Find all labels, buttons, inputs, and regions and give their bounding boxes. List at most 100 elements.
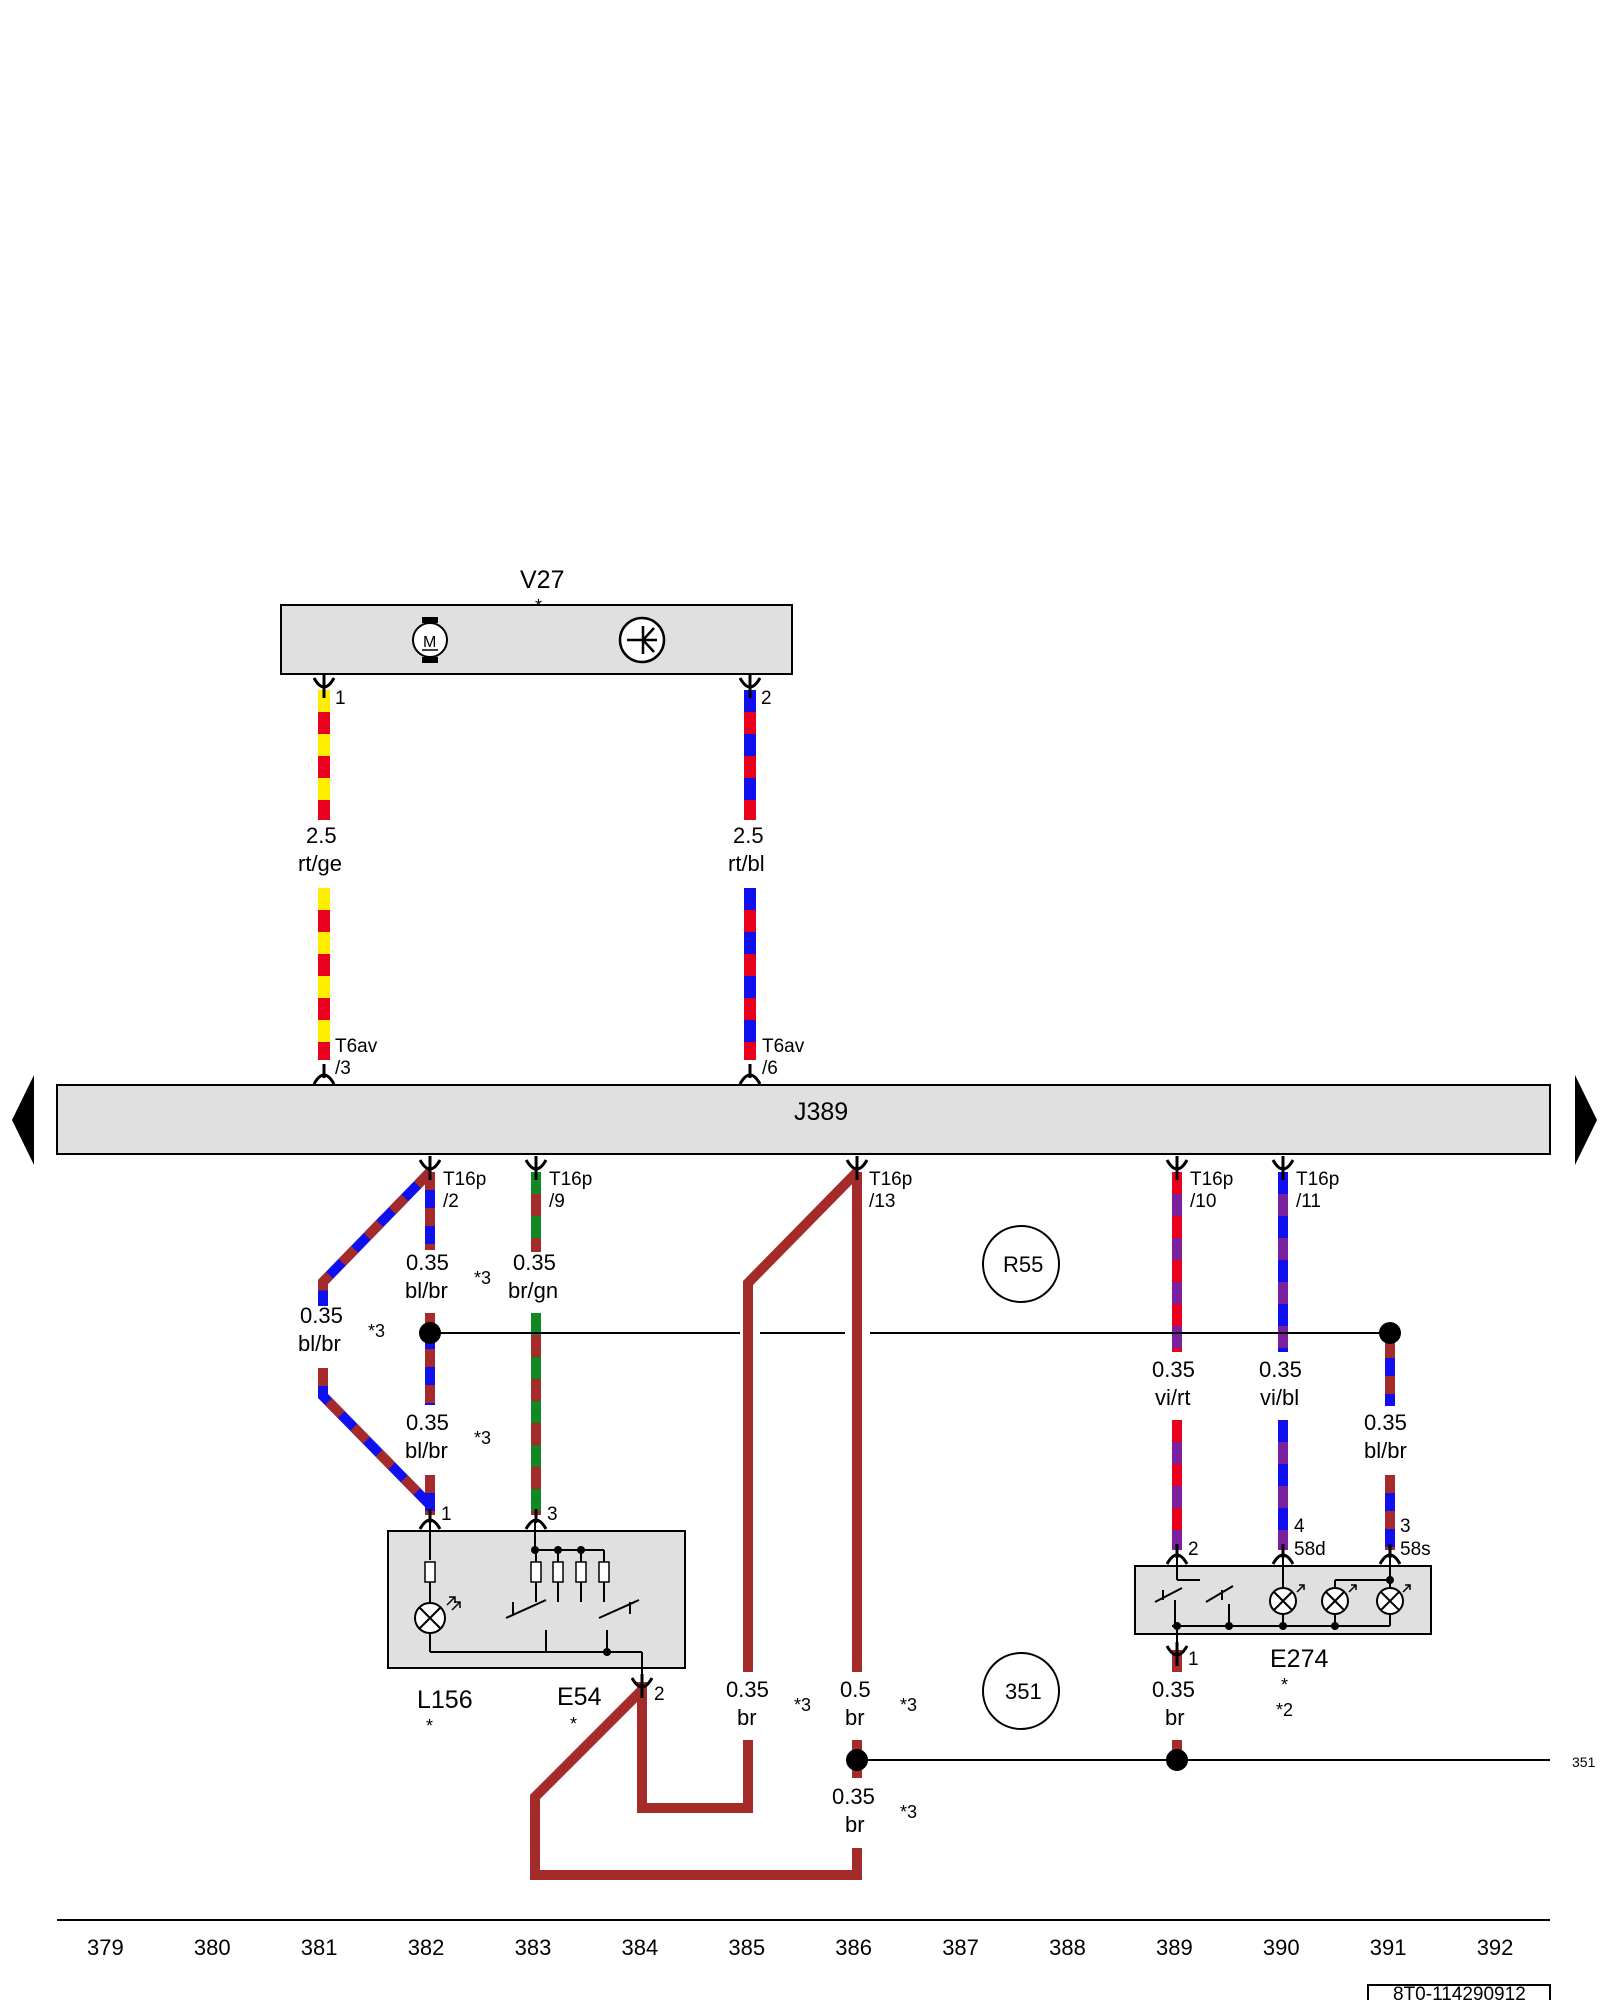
svg-text:0.35: 0.35: [726, 1677, 769, 1702]
connector-label: T16p: [869, 1169, 912, 1190]
pin-label: 58s: [1400, 1539, 1431, 1560]
e54-label: E54: [557, 1683, 602, 1711]
column-number: 381: [301, 1935, 338, 1960]
svg-text:0.35: 0.35: [1259, 1357, 1302, 1382]
svg-text:vi/rt: vi/rt: [1155, 1385, 1190, 1410]
terminal-pin: [418, 1156, 442, 1180]
e54-star: *: [570, 1714, 577, 1734]
connector-label: T6av: [762, 1036, 805, 1057]
pin-label: 1: [441, 1504, 452, 1525]
svg-text:0.35: 0.35: [300, 1303, 343, 1328]
connector-label: T6av: [335, 1036, 378, 1057]
pin-label: 2: [654, 1684, 665, 1705]
terminal-pin: [1165, 1642, 1189, 1666]
svg-text:0.35: 0.35: [1152, 1677, 1195, 1702]
pin-label: 2: [761, 688, 772, 709]
svg-text:br: br: [1165, 1705, 1185, 1730]
pin-label: 3: [1400, 1516, 1411, 1537]
e274-note: *2: [1276, 1700, 1293, 1720]
wire-label: 0.35 bl/br *3: [405, 1410, 491, 1463]
column-number: 388: [1049, 1935, 1086, 1960]
wire-label: 0.35 bl/br: [1364, 1410, 1407, 1463]
column-number: 382: [408, 1935, 445, 1960]
column-number: 380: [194, 1935, 231, 1960]
wire-label: 0.35 bl/br *3: [298, 1303, 385, 1356]
pin-label: 58d: [1294, 1539, 1326, 1560]
junction-dot: [1166, 1749, 1188, 1771]
svg-text:bl/br: bl/br: [298, 1331, 341, 1356]
connector-label: T16p: [549, 1169, 592, 1190]
wire-bl-br: [318, 1168, 434, 1306]
terminal-pin: [524, 1509, 548, 1530]
svg-text:bl/br: bl/br: [405, 1278, 448, 1303]
wire-br: [637, 1682, 753, 1813]
svg-text:0.35: 0.35: [1364, 1410, 1407, 1435]
connector-label: T16p: [1190, 1169, 1233, 1190]
transistor-icon: [618, 616, 666, 664]
r55-circle: [982, 1225, 1060, 1303]
column-number: 389: [1156, 1935, 1193, 1960]
wire-layer: [318, 690, 1395, 1880]
svg-text:vi/bl: vi/bl: [1260, 1385, 1299, 1410]
l156-label: L156: [417, 1686, 473, 1714]
r55-label: R55: [1003, 1252, 1043, 1277]
terminal-pin: [418, 1509, 442, 1530]
pin-label: 2: [1188, 1539, 1199, 1560]
column-number: 385: [728, 1935, 765, 1960]
pin-label: 3: [547, 1504, 558, 1525]
column-number: 387: [942, 1935, 979, 1960]
svg-text:br: br: [737, 1705, 757, 1730]
svg-text:*3: *3: [900, 1695, 917, 1715]
pin-label: /3: [335, 1058, 351, 1079]
wire-label: 0.5 br *3: [840, 1677, 917, 1730]
j389-label: J389: [794, 1098, 848, 1126]
svg-text:0.35: 0.35: [406, 1250, 449, 1275]
svg-text:*3: *3: [368, 1321, 385, 1341]
c351-circle: [982, 1652, 1060, 1730]
column-number: 386: [835, 1935, 872, 1960]
column-number: 383: [515, 1935, 552, 1960]
switch-icon: [430, 1522, 643, 1680]
junction-dot: [419, 1322, 441, 1344]
svg-text:*3: *3: [794, 1695, 811, 1715]
svg-text:bl/br: bl/br: [1364, 1438, 1407, 1463]
doc-id-box: [1367, 1984, 1551, 2000]
lamp-icon: [1376, 1556, 1411, 1626]
svg-text:0.35: 0.35: [832, 1784, 875, 1809]
terminal-pin: [738, 674, 762, 698]
column-number: 392: [1477, 1935, 1514, 1960]
svg-text:*3: *3: [474, 1428, 491, 1448]
wire-label: 0.35 vi/rt: [1152, 1357, 1195, 1410]
pin-label: 1: [1188, 1649, 1199, 1670]
wire-label: 2.5 rt/bl: [728, 823, 765, 876]
svg-text:rt/bl: rt/bl: [728, 851, 765, 876]
terminal-pin: [1271, 1544, 1295, 1565]
svg-text:0.35: 0.35: [406, 1410, 449, 1435]
terminal-pin: [845, 1156, 869, 1180]
e274-label: E274: [1270, 1645, 1328, 1673]
wire-label: 0.35 br *3: [726, 1677, 811, 1730]
junction-dot: [846, 1749, 868, 1771]
j389-box: [56, 1084, 1551, 1155]
svg-text:br/gn: br/gn: [508, 1278, 558, 1303]
arrow-left-icon[interactable]: [12, 1075, 34, 1165]
terminal-pin: [312, 1064, 336, 1085]
svg-text:0.35: 0.35: [1152, 1357, 1195, 1382]
svg-text:0.35: 0.35: [513, 1250, 556, 1275]
lamp-icon: [414, 1522, 461, 1652]
wire-br: [743, 1168, 861, 1672]
connector-label: T16p: [443, 1169, 486, 1190]
terminal-pin: [1271, 1156, 1295, 1180]
svg-text:br: br: [845, 1812, 865, 1837]
wire-label: 0.35 vi/bl: [1259, 1357, 1302, 1410]
wire-label: 0.35 bl/br *3: [405, 1250, 491, 1303]
lamp-icon: [1321, 1579, 1390, 1626]
wire-label: 2.5 rt/ge: [298, 823, 342, 876]
arrow-right-icon[interactable]: [1575, 1075, 1597, 1165]
svg-text:M: M: [423, 634, 436, 651]
pin-label: /11: [1296, 1191, 1321, 1212]
pin-label: /9: [549, 1191, 565, 1212]
terminal-pin: [1378, 1544, 1402, 1565]
terminal-pin: [312, 674, 336, 698]
